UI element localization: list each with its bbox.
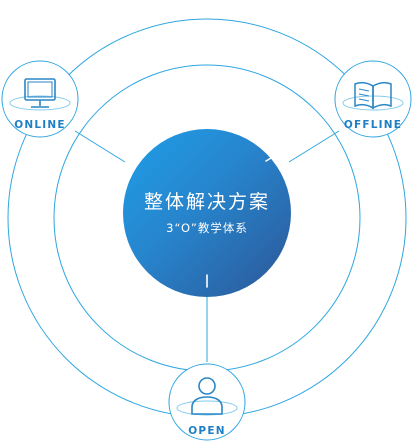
open-book-icon — [354, 81, 392, 110]
node-open-label: OPEN — [188, 425, 225, 437]
monitor-icon — [24, 78, 56, 108]
tick-left — [127, 154, 139, 162]
node-open: OPEN — [168, 363, 246, 441]
center-title: 整体解决方案 — [144, 191, 270, 213]
center-subtitle: 3“O”教学体系 — [166, 221, 248, 235]
connector-offline — [288, 130, 340, 163]
node-offline: OFFLINE — [334, 60, 412, 138]
node-online-label: ONLINE — [14, 119, 65, 131]
node-offline-label: OFFLINE — [344, 119, 402, 131]
person-icon — [191, 377, 223, 415]
tick-right — [265, 154, 277, 162]
node-online: ONLINE — [1, 60, 79, 138]
connector-online — [74, 130, 126, 163]
center-circle — [123, 129, 291, 297]
